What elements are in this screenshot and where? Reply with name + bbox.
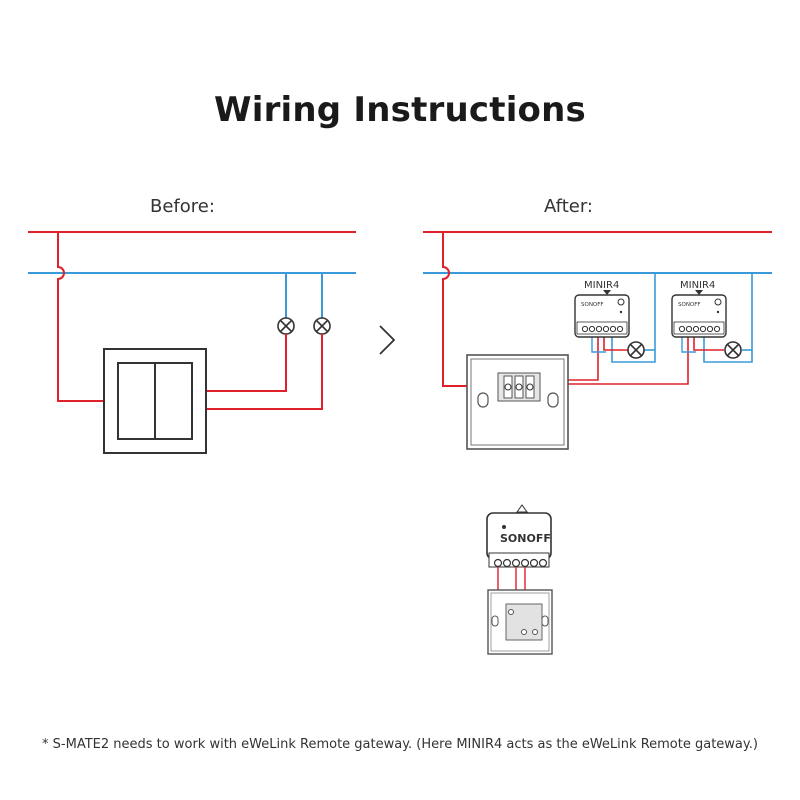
- module-2-wire: [681, 336, 696, 353]
- page-title: Wiring Instructions: [214, 90, 586, 130]
- neutral-to-module-2: [703, 273, 753, 363]
- before-diagram: [28, 231, 356, 454]
- svg-text:SONOFF: SONOFF: [678, 302, 701, 308]
- s-mate2-wallbox: [466, 354, 569, 450]
- s-mate2-device: SONOFF: [486, 504, 553, 655]
- arrow-right-icon: [379, 325, 396, 355]
- svg-text:SONOFF: SONOFF: [500, 532, 551, 545]
- minir4-module: MINIR4 SONOFF: [671, 280, 727, 338]
- live-drop-wire: [442, 232, 498, 387]
- footnote: * S-MATE2 needs to work with eWeLink Rem…: [42, 737, 758, 752]
- switch-output-wire-1: [206, 334, 287, 392]
- module-label: MINIR4: [680, 280, 715, 291]
- svg-text:SONOFF: SONOFF: [581, 302, 604, 308]
- module-1-wire: [591, 336, 606, 353]
- lamp-icon: [277, 317, 295, 335]
- lamp-icon: [313, 317, 331, 335]
- lamp-icon: [724, 341, 742, 359]
- module-1-lamp-wire: [603, 336, 628, 351]
- switch-output-wire-2: [206, 334, 323, 410]
- live-drop-wire: [57, 232, 104, 402]
- after-diagram: MINIR4 SONOFF MINIR4 SONOFF: [423, 231, 772, 450]
- live-to-module-2: [560, 336, 689, 385]
- lamp-icon: [627, 341, 645, 359]
- module-label: MINIR4: [584, 280, 619, 291]
- neutral-to-module-1: [611, 273, 656, 363]
- before-label: Before:: [150, 196, 215, 217]
- live-to-module-1: [560, 336, 599, 381]
- minir4-module: MINIR4 SONOFF: [574, 280, 630, 338]
- module-2-lamp-wire: [693, 336, 724, 351]
- double-switch-icon: [103, 348, 207, 454]
- after-label: After:: [544, 196, 593, 217]
